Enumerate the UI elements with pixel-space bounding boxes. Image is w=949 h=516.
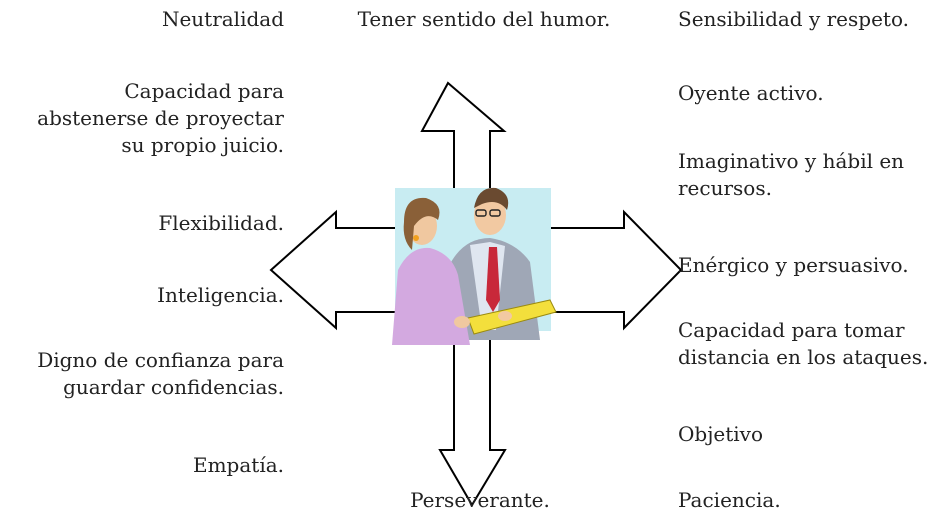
left-label-flexibilidad: Flexibilidad.	[158, 211, 284, 235]
right-label-imaginativo: Imaginativo y hábil en recursos.	[678, 149, 905, 200]
two-people-reviewing-document-icon	[392, 187, 557, 345]
left-label-empatia: Empatía.	[192, 453, 284, 477]
right-label-paciencia: Paciencia.	[678, 488, 781, 512]
left-label-neutralidad: Neutralidad	[161, 7, 284, 31]
right-label-energico: Enérgico y persuasivo.	[678, 253, 909, 277]
left-label-inteligencia: Inteligencia.	[157, 283, 284, 307]
right-label-objetivo: Objetivo	[678, 422, 764, 446]
right-label-capacidad-distancia: Capacidad para tomar distancia en los at…	[678, 318, 929, 369]
left-label-digno-confianza: Digno de confianza para guardar confiden…	[37, 348, 284, 399]
left-label-capacidad-abstenerse: Capacidad para abstenerse de proyectar s…	[37, 79, 284, 157]
right-label-sensibilidad: Sensibilidad y respeto.	[678, 7, 909, 31]
bottom-label: Perseverante.	[410, 488, 550, 512]
right-label-oyente-activo: Oyente activo.	[678, 81, 824, 105]
top-label: Tener sentido del humor.	[357, 7, 611, 31]
